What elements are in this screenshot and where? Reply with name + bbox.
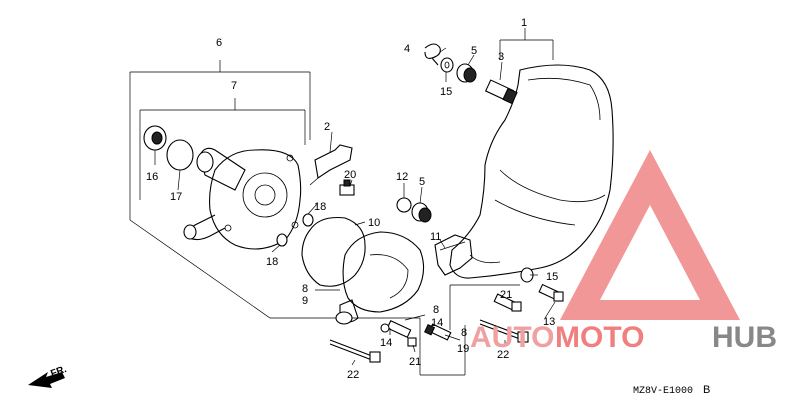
part-21-bolt-right — [493, 293, 522, 312]
callout-4: 4 — [404, 43, 410, 55]
watermark-text: AUTO MOTO HUB — [470, 321, 777, 354]
part-4-clip — [424, 43, 441, 66]
callout-22-right: 22 — [497, 349, 509, 361]
part-16-oil-seal — [143, 125, 167, 151]
leader-lines — [154, 47, 556, 366]
part-21-bolt-lower — [407, 337, 417, 347]
callout-16: 16 — [146, 171, 158, 183]
callout-19: 19 — [457, 343, 469, 355]
callout-8-right: 8 — [461, 327, 467, 339]
callout-11: 11 — [430, 231, 441, 243]
callout-5-top: 5 — [471, 45, 477, 57]
callout-6: 6 — [216, 37, 222, 49]
callout-17: 17 — [170, 191, 182, 203]
group-bracket-1 — [499, 28, 554, 60]
part-15-washer-top — [440, 57, 454, 73]
part-12-collar — [396, 197, 412, 213]
engine-side-cover — [449, 64, 614, 279]
callout-13: 13 — [543, 316, 555, 328]
group-bracket-7 — [139, 98, 306, 200]
watermark-triangle-icon — [560, 150, 740, 320]
water-pump-body — [183, 147, 302, 250]
part-8-washer — [380, 323, 390, 333]
part-18-dowel-a — [302, 213, 314, 227]
part-5-grommet-mid — [411, 202, 432, 223]
part-10-gasket — [301, 216, 366, 287]
callout-22-left: 22 — [347, 369, 359, 381]
part-11-bracket — [434, 234, 473, 276]
part-22-long-bolt-right — [479, 319, 529, 343]
part-13-bolt — [538, 283, 564, 302]
direction-label: FR. — [49, 364, 68, 380]
callout-7: 7 — [231, 80, 237, 92]
part-22-long-bolt — [329, 339, 381, 363]
callout-15-right: 15 — [546, 271, 558, 283]
part-5-grommet-top — [456, 63, 477, 83]
part-17-o-ring — [166, 139, 194, 171]
group-bracket-6 — [129, 60, 420, 319]
callout-3: 3 — [498, 51, 504, 63]
callout-21-bottom: 21 — [409, 356, 421, 368]
diagram-code-suffix: B — [703, 384, 710, 396]
part-3-dowel — [484, 79, 518, 105]
callout-5-mid: 5 — [419, 176, 425, 188]
callout-21-right: 21 — [500, 289, 512, 301]
part-20-bolt — [339, 179, 355, 196]
callout-15-top: 15 — [440, 86, 452, 98]
part-14-bolt — [386, 319, 412, 339]
part-2-bracket — [309, 144, 353, 186]
watermark-text-moto: MOTO — [555, 321, 644, 354]
diagram-code: MZ8V-E1000 — [633, 386, 693, 397]
callout-1: 1 — [521, 17, 527, 29]
callout-20: 20 — [344, 169, 356, 181]
group-bracket-bottom — [419, 284, 520, 376]
watermark-logo — [560, 150, 740, 320]
callout-14-right: 14 — [431, 317, 443, 329]
callout-8-mid: 8 — [433, 304, 439, 316]
callout-18-bottom: 18 — [266, 256, 278, 268]
watermark-text-auto: AUTO — [470, 321, 554, 354]
callout-18-top: 18 — [314, 201, 326, 213]
part-18-dowel-b — [276, 233, 288, 247]
water-pump-cover — [335, 231, 425, 325]
arrow-left-icon — [28, 372, 65, 388]
callout-2: 2 — [324, 121, 330, 133]
callout-9: 9 — [302, 295, 308, 307]
callout-12: 12 — [396, 171, 408, 183]
callout-14-left: 14 — [380, 337, 392, 349]
front-direction-indicator: FR. — [28, 364, 68, 388]
watermark-text-hub: HUB — [712, 321, 777, 354]
callout-labels: 1 2 3 4 5 5 6 7 8 8 8 9 10 11 12 13 14 1… — [146, 17, 558, 381]
callout-10: 10 — [368, 217, 380, 229]
callout-8-left: 8 — [302, 283, 308, 295]
